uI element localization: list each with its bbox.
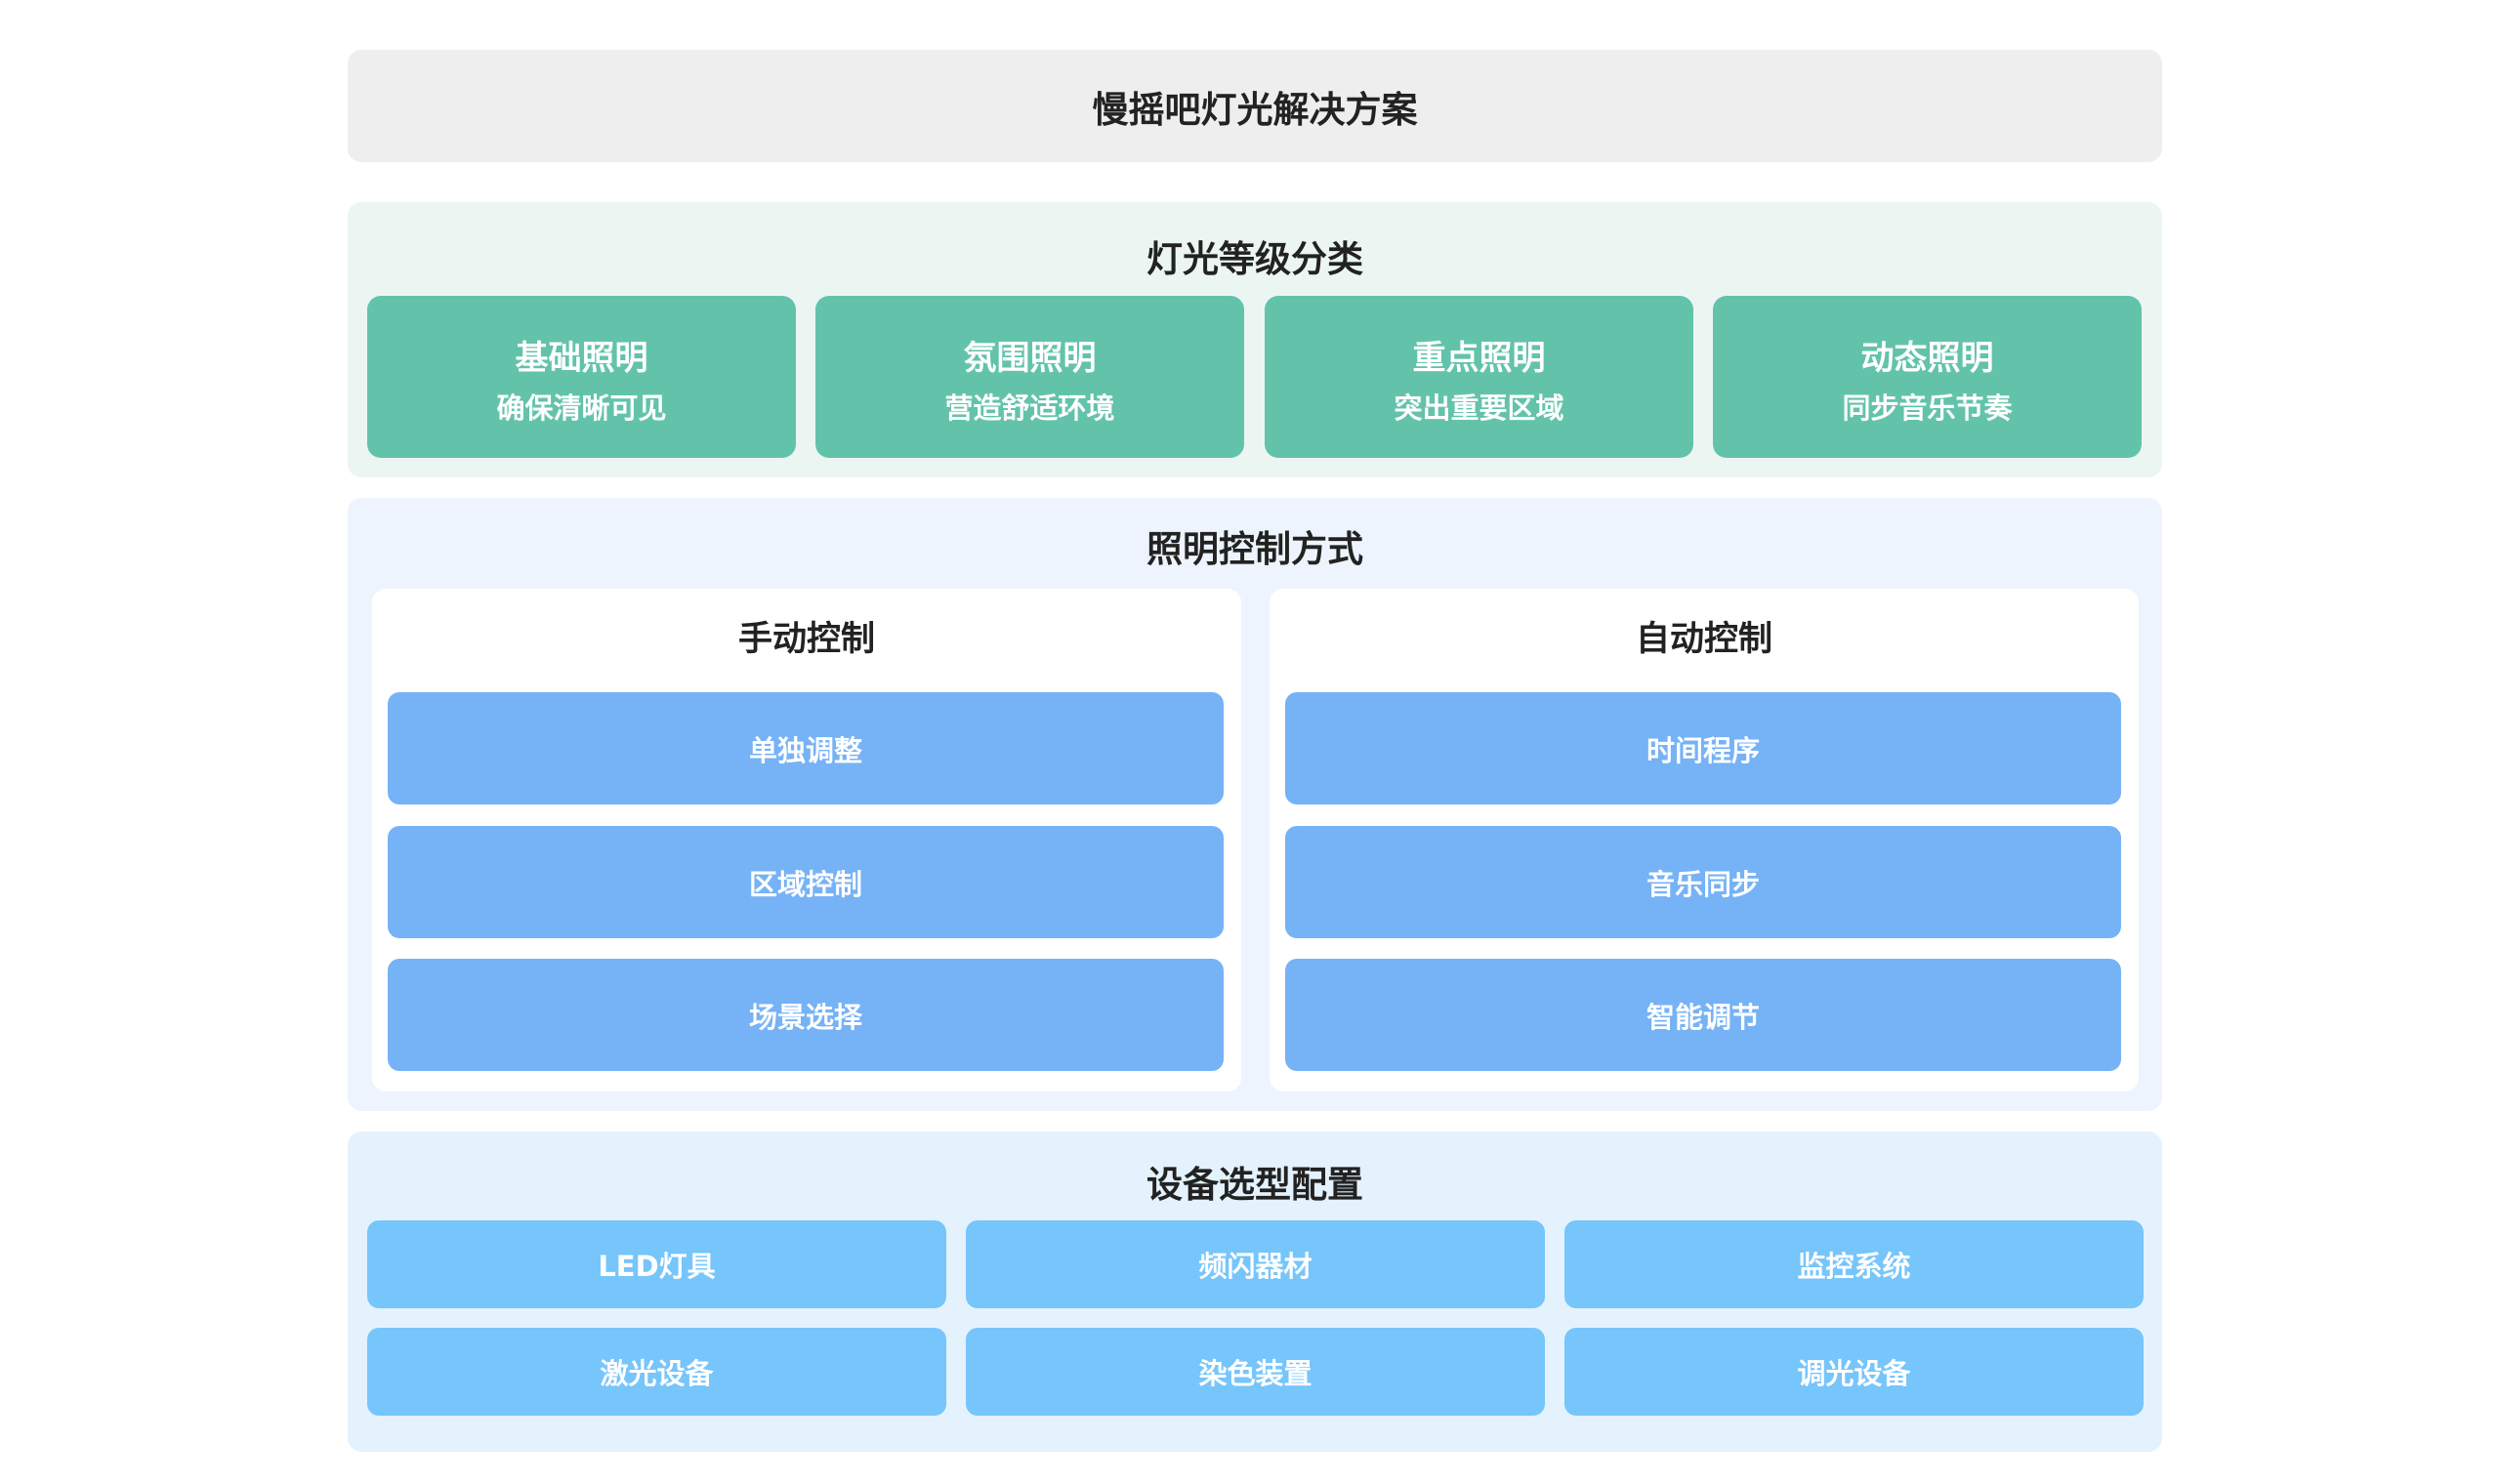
manual-control-panel: 手动控制 单独调整 区域控制 场景选择 (372, 589, 1241, 1092)
section-title-control: 照明控制方式 (1146, 528, 1363, 570)
level-name: 氛围照明 (963, 339, 1097, 378)
level-name: 动态照明 (1860, 339, 1994, 378)
level-desc: 同步音乐节奏 (1842, 392, 2013, 425)
section-title-equipment: 设备选型配置 (1146, 1164, 1363, 1206)
control-item-zone: 区域控制 (388, 826, 1224, 938)
control-methods-section: 照明控制方式 手动控制 单独调整 区域控制 场景选择 自动控制 时间程序 音乐同… (348, 498, 2162, 1111)
level-card-ambient: 氛围照明 营造舒适环境 (815, 296, 1244, 458)
level-desc: 突出重要区域 (1394, 392, 1564, 425)
equipment-section: 设备选型配置 LED灯具 频闪器材 监控系统 激光设备 染色装置 调光设备 (348, 1132, 2162, 1452)
level-desc: 确保清晰可见 (496, 392, 667, 425)
equipment-item-color: 染色装置 (966, 1328, 1545, 1416)
section-title-levels: 灯光等级分类 (1146, 238, 1363, 280)
control-item-individual: 单独调整 (388, 692, 1224, 804)
equipment-item-led: LED灯具 (367, 1220, 946, 1308)
equipment-item-monitor: 监控系统 (1564, 1220, 2144, 1308)
lighting-levels-section: 灯光等级分类 基础照明 确保清晰可见 氛围照明 营造舒适环境 重点照明 突出重要… (348, 202, 2162, 477)
page-title: 慢摇吧灯光解决方案 (348, 50, 2162, 162)
level-name: 重点照明 (1412, 339, 1546, 378)
equipment-item-strobe: 频闪器材 (966, 1220, 1545, 1308)
level-card-dynamic: 动态照明 同步音乐节奏 (1713, 296, 2142, 458)
auto-control-panel: 自动控制 时间程序 音乐同步 智能调节 (1270, 589, 2139, 1092)
level-card-accent: 重点照明 突出重要区域 (1265, 296, 1693, 458)
control-item-schedule: 时间程序 (1285, 692, 2121, 804)
level-desc: 营造舒适环境 (944, 392, 1115, 425)
panel-title-auto: 自动控制 (1635, 620, 1772, 659)
panel-title-manual: 手动控制 (737, 620, 875, 659)
level-name: 基础照明 (515, 339, 648, 378)
equipment-item-dimmer: 调光设备 (1564, 1328, 2144, 1416)
control-item-smart: 智能调节 (1285, 959, 2121, 1071)
control-item-scene: 场景选择 (388, 959, 1224, 1071)
control-item-music-sync: 音乐同步 (1285, 826, 2121, 938)
equipment-item-laser: 激光设备 (367, 1328, 946, 1416)
level-card-basic: 基础照明 确保清晰可见 (367, 296, 796, 458)
